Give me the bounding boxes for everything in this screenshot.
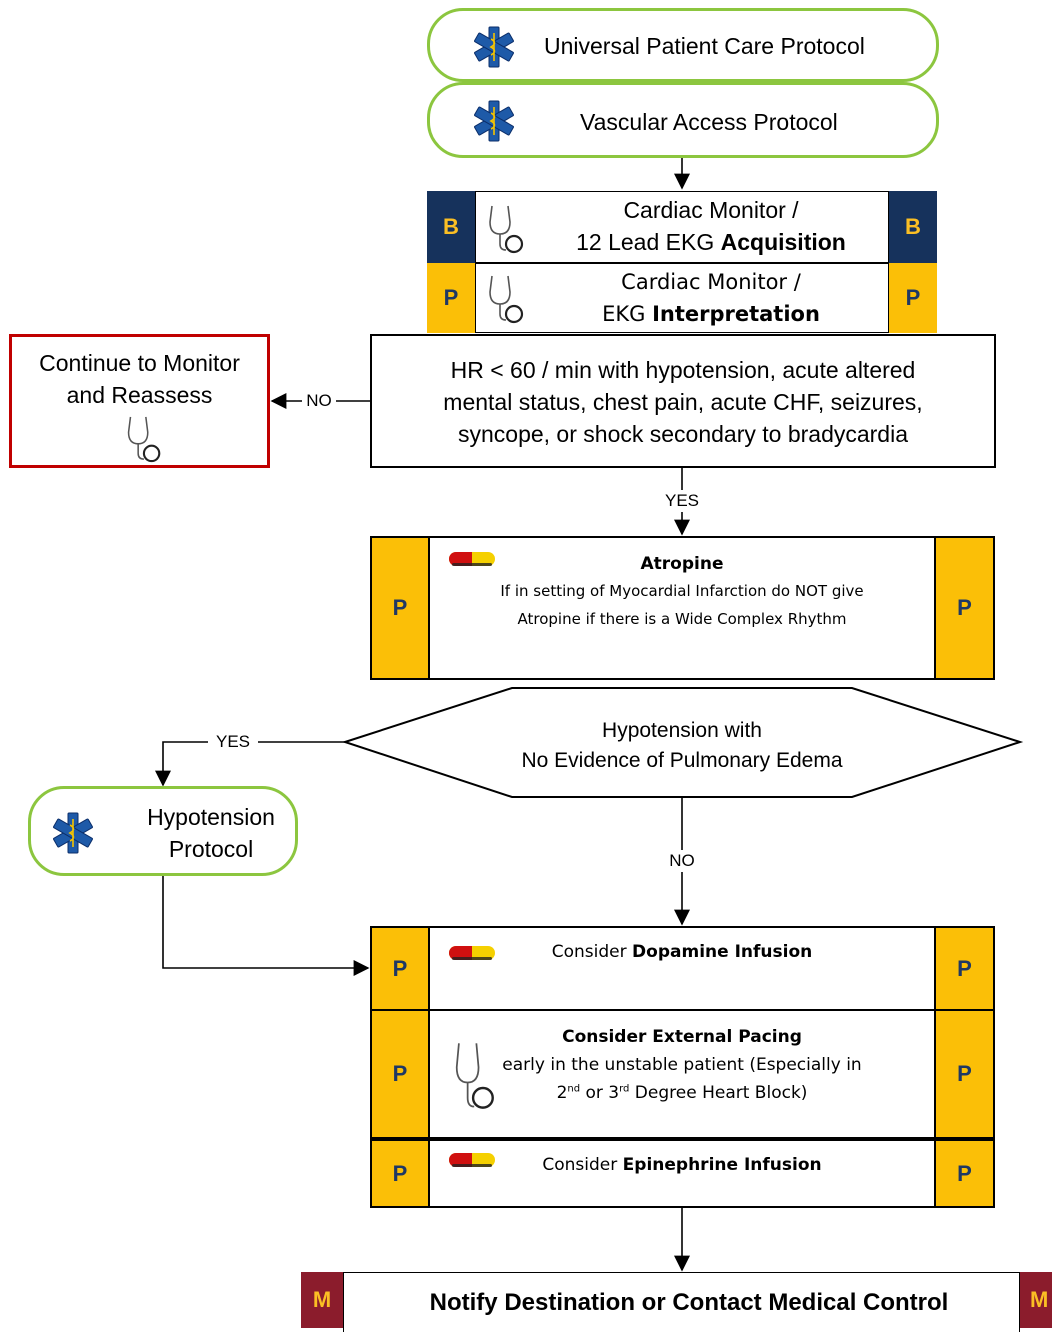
star-of-life-icon xyxy=(474,26,514,68)
level-p-badge-right: P xyxy=(889,263,937,333)
notify-text: Notify Destination or Contact Medical Co… xyxy=(429,1289,949,1316)
hypotension-protocol-pill[interactable]: Hypotension Protocol xyxy=(28,786,298,876)
vascular-protocol-pill[interactable]: Vascular Access Protocol xyxy=(427,82,939,158)
pacing-line2-c: Degree Heart Block) xyxy=(629,1083,808,1103)
decision-hexagon xyxy=(341,687,1024,798)
star-of-life-icon xyxy=(474,100,514,142)
medication-pill-icon xyxy=(449,552,495,566)
decision-line2: No Evidence of Pulmonary Edema xyxy=(521,749,843,772)
monitor-acq-line2-bold: Acquisition xyxy=(720,229,846,255)
notify-box: Notify Destination or Contact Medical Co… xyxy=(343,1272,1020,1332)
dopamine-pre: Consider xyxy=(551,942,633,962)
pacing-box: Consider External Pacing early in the un… xyxy=(428,1011,936,1139)
continue-text: Continue to Monitor and Reassess xyxy=(12,347,267,411)
criteria-line1: HR < 60 / min with hypotension, acute al… xyxy=(450,357,916,383)
monitor-int-line2-bold: Interpretation xyxy=(652,302,820,326)
epinephrine-text: Consider Epinephrine Infusion xyxy=(430,1155,934,1175)
stethoscope-icon xyxy=(489,275,524,324)
hypotension-protocol-label: Hypotension Protocol xyxy=(121,801,301,865)
pacing-line2-sup1: nd xyxy=(567,1083,581,1095)
pacing-line2: 2nd or 3rd Degree Heart Block) xyxy=(430,1083,934,1103)
dopamine-text: Consider Dopamine Infusion xyxy=(430,942,934,962)
atropine-box: Atropine If in setting of Myocardial Inf… xyxy=(428,536,936,680)
monitor-acq-line2-text: 12 Lead EKG xyxy=(576,229,721,255)
monitor-interpretation-box: Cardiac Monitor / EKG Interpretation xyxy=(475,263,889,333)
atropine-line1: If in setting of Myocardial Infarction d… xyxy=(500,582,864,600)
continue-monitor-box: Continue to Monitor and Reassess xyxy=(9,334,270,468)
monitor-int-line1: Cardiac Monitor / xyxy=(621,270,801,294)
level-p-badge-left: P xyxy=(370,926,428,1011)
decision-text: Hypotension with No Evidence of Pulmonar… xyxy=(440,716,924,776)
decision-line1: Hypotension with xyxy=(602,719,762,742)
medication-pill-icon xyxy=(449,1153,495,1167)
dopamine-bold: Dopamine Infusion xyxy=(632,942,813,962)
level-p-badge-left: P xyxy=(427,263,475,333)
pacing-line2-a: 2 xyxy=(556,1083,568,1103)
dopamine-box: Consider Dopamine Infusion xyxy=(428,926,936,1011)
level-b-badge-right: B xyxy=(889,191,937,263)
monitor-acq-line2: 12 Lead EKG Acquisition xyxy=(536,229,886,256)
level-m-badge-left: M xyxy=(301,1272,343,1328)
arrow-yes-to-hypotension xyxy=(155,741,345,787)
universal-protocol-pill[interactable]: Universal Patient Care Protocol xyxy=(427,8,939,82)
stethoscope-icon xyxy=(455,1043,494,1109)
hypotension-line2: Protocol xyxy=(168,836,254,862)
level-b-badge-left: B xyxy=(427,191,475,263)
pacing-title: Consider External Pacing xyxy=(562,1027,802,1047)
criteria-line2: mental status, chest pain, acute CHF, se… xyxy=(443,389,923,415)
label-yes-1: YES xyxy=(659,490,705,512)
level-p-badge-right: P xyxy=(936,926,995,1011)
medication-pill-icon xyxy=(449,946,495,960)
level-p-badge-left: P xyxy=(370,1011,428,1139)
epinephrine-pre: Consider xyxy=(542,1155,623,1175)
universal-protocol-label: Universal Patient Care Protocol xyxy=(544,33,865,59)
atropine-title: Atropine xyxy=(640,554,724,574)
level-p-badge-left: P xyxy=(370,1139,428,1208)
level-p-badge-right: P xyxy=(936,536,995,680)
stethoscope-icon xyxy=(127,416,161,463)
monitor-int-line2: EKG Interpretation xyxy=(536,302,886,326)
pacing-line2-sup2: rd xyxy=(619,1083,630,1095)
criteria-line3: syncope, or shock secondary to bradycard… xyxy=(457,421,909,447)
arrow-hypotension-to-dopamine xyxy=(162,876,370,976)
monitor-acquisition-box: Cardiac Monitor / 12 Lead EKG Acquisitio… xyxy=(475,191,889,263)
monitor-acq-line1: Cardiac Monitor / xyxy=(623,197,799,223)
label-no-1: NO xyxy=(302,390,336,412)
pacing-line1: early in the unstable patient (Especiall… xyxy=(502,1055,862,1075)
criteria-box: HR < 60 / min with hypotension, acute al… xyxy=(370,334,996,468)
pacing-line2-b: or 3 xyxy=(580,1083,620,1103)
criteria-text: HR < 60 / min with hypotension, acute al… xyxy=(372,354,994,450)
stethoscope-icon xyxy=(489,205,524,254)
label-yes-2: YES xyxy=(208,731,258,753)
level-p-badge-right: P xyxy=(936,1011,995,1139)
atropine-line2: Atropine if there is a Wide Complex Rhyt… xyxy=(517,610,847,628)
star-of-life-icon xyxy=(53,812,93,854)
epinephrine-bold: Epinephrine Infusion xyxy=(622,1155,822,1175)
vascular-protocol-label: Vascular Access Protocol xyxy=(580,109,838,135)
monitor-int-line2-text: EKG xyxy=(602,302,653,326)
hypotension-line1: Hypotension xyxy=(147,804,275,830)
continue-line2: and Reassess xyxy=(66,382,213,408)
level-p-badge-left: P xyxy=(370,536,428,680)
epinephrine-box: Consider Epinephrine Infusion xyxy=(428,1139,936,1208)
level-p-badge-right: P xyxy=(936,1139,995,1208)
level-m-badge-right: M xyxy=(1020,1272,1052,1328)
label-no-2: NO xyxy=(664,850,700,872)
continue-line1: Continue to Monitor xyxy=(39,350,240,376)
